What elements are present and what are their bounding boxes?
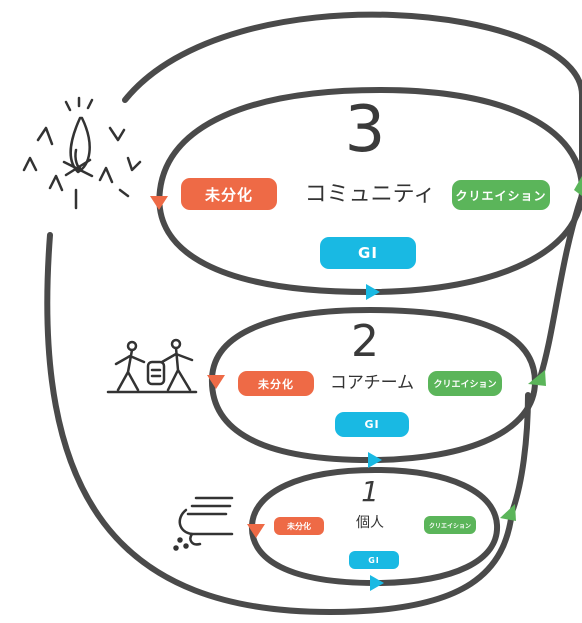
bonfire-icon — [22, 96, 142, 210]
level-1-title: 個人 — [356, 515, 384, 531]
blue-arrow-2 — [368, 452, 382, 468]
team-lantern-icon — [106, 338, 198, 394]
level-3-creation-badge: クリエイション — [452, 180, 550, 210]
left-spiral-path — [44, 232, 515, 616]
level-2-creation-badge: クリエイション — [428, 371, 502, 396]
level-2-gi-badge: GI — [335, 412, 409, 437]
orange-arrow-3 — [150, 196, 168, 210]
blue-arrow-1 — [370, 575, 384, 591]
green-arrow-2 — [528, 370, 546, 386]
level-3-gi-badge: GI — [320, 237, 416, 269]
ring-1-path — [248, 466, 501, 587]
hand-seed-icon — [173, 496, 234, 551]
arrow-markers — [150, 176, 582, 591]
level-2-undifferentiated-badge: 未分化 — [238, 371, 314, 396]
level-1-gi-badge: GI — [349, 551, 399, 569]
orange-arrow-1 — [247, 524, 265, 538]
outer-spiral-path — [122, 11, 582, 203]
level-1-undifferentiated-badge: 未分化 — [274, 517, 324, 535]
blue-arrow-3 — [366, 284, 380, 300]
level-1-number: 1 — [361, 475, 379, 508]
level-2-number: 2 — [351, 316, 379, 367]
level-3-title: コミュニティ — [304, 182, 436, 207]
level-1-creation-badge: クリエイション — [424, 516, 476, 534]
level-3-undifferentiated-badge: 未分化 — [181, 178, 277, 210]
ring-3-path — [156, 86, 582, 296]
orange-arrow-2 — [207, 375, 225, 389]
connector-3-2 — [537, 192, 582, 381]
level-3-number: 3 — [344, 93, 386, 167]
ring-2-path — [208, 306, 539, 464]
green-arrow-3 — [574, 176, 582, 196]
connector-2-1 — [509, 392, 531, 515]
green-arrow-1 — [500, 504, 516, 521]
level-2-title: コアチーム — [329, 373, 415, 393]
